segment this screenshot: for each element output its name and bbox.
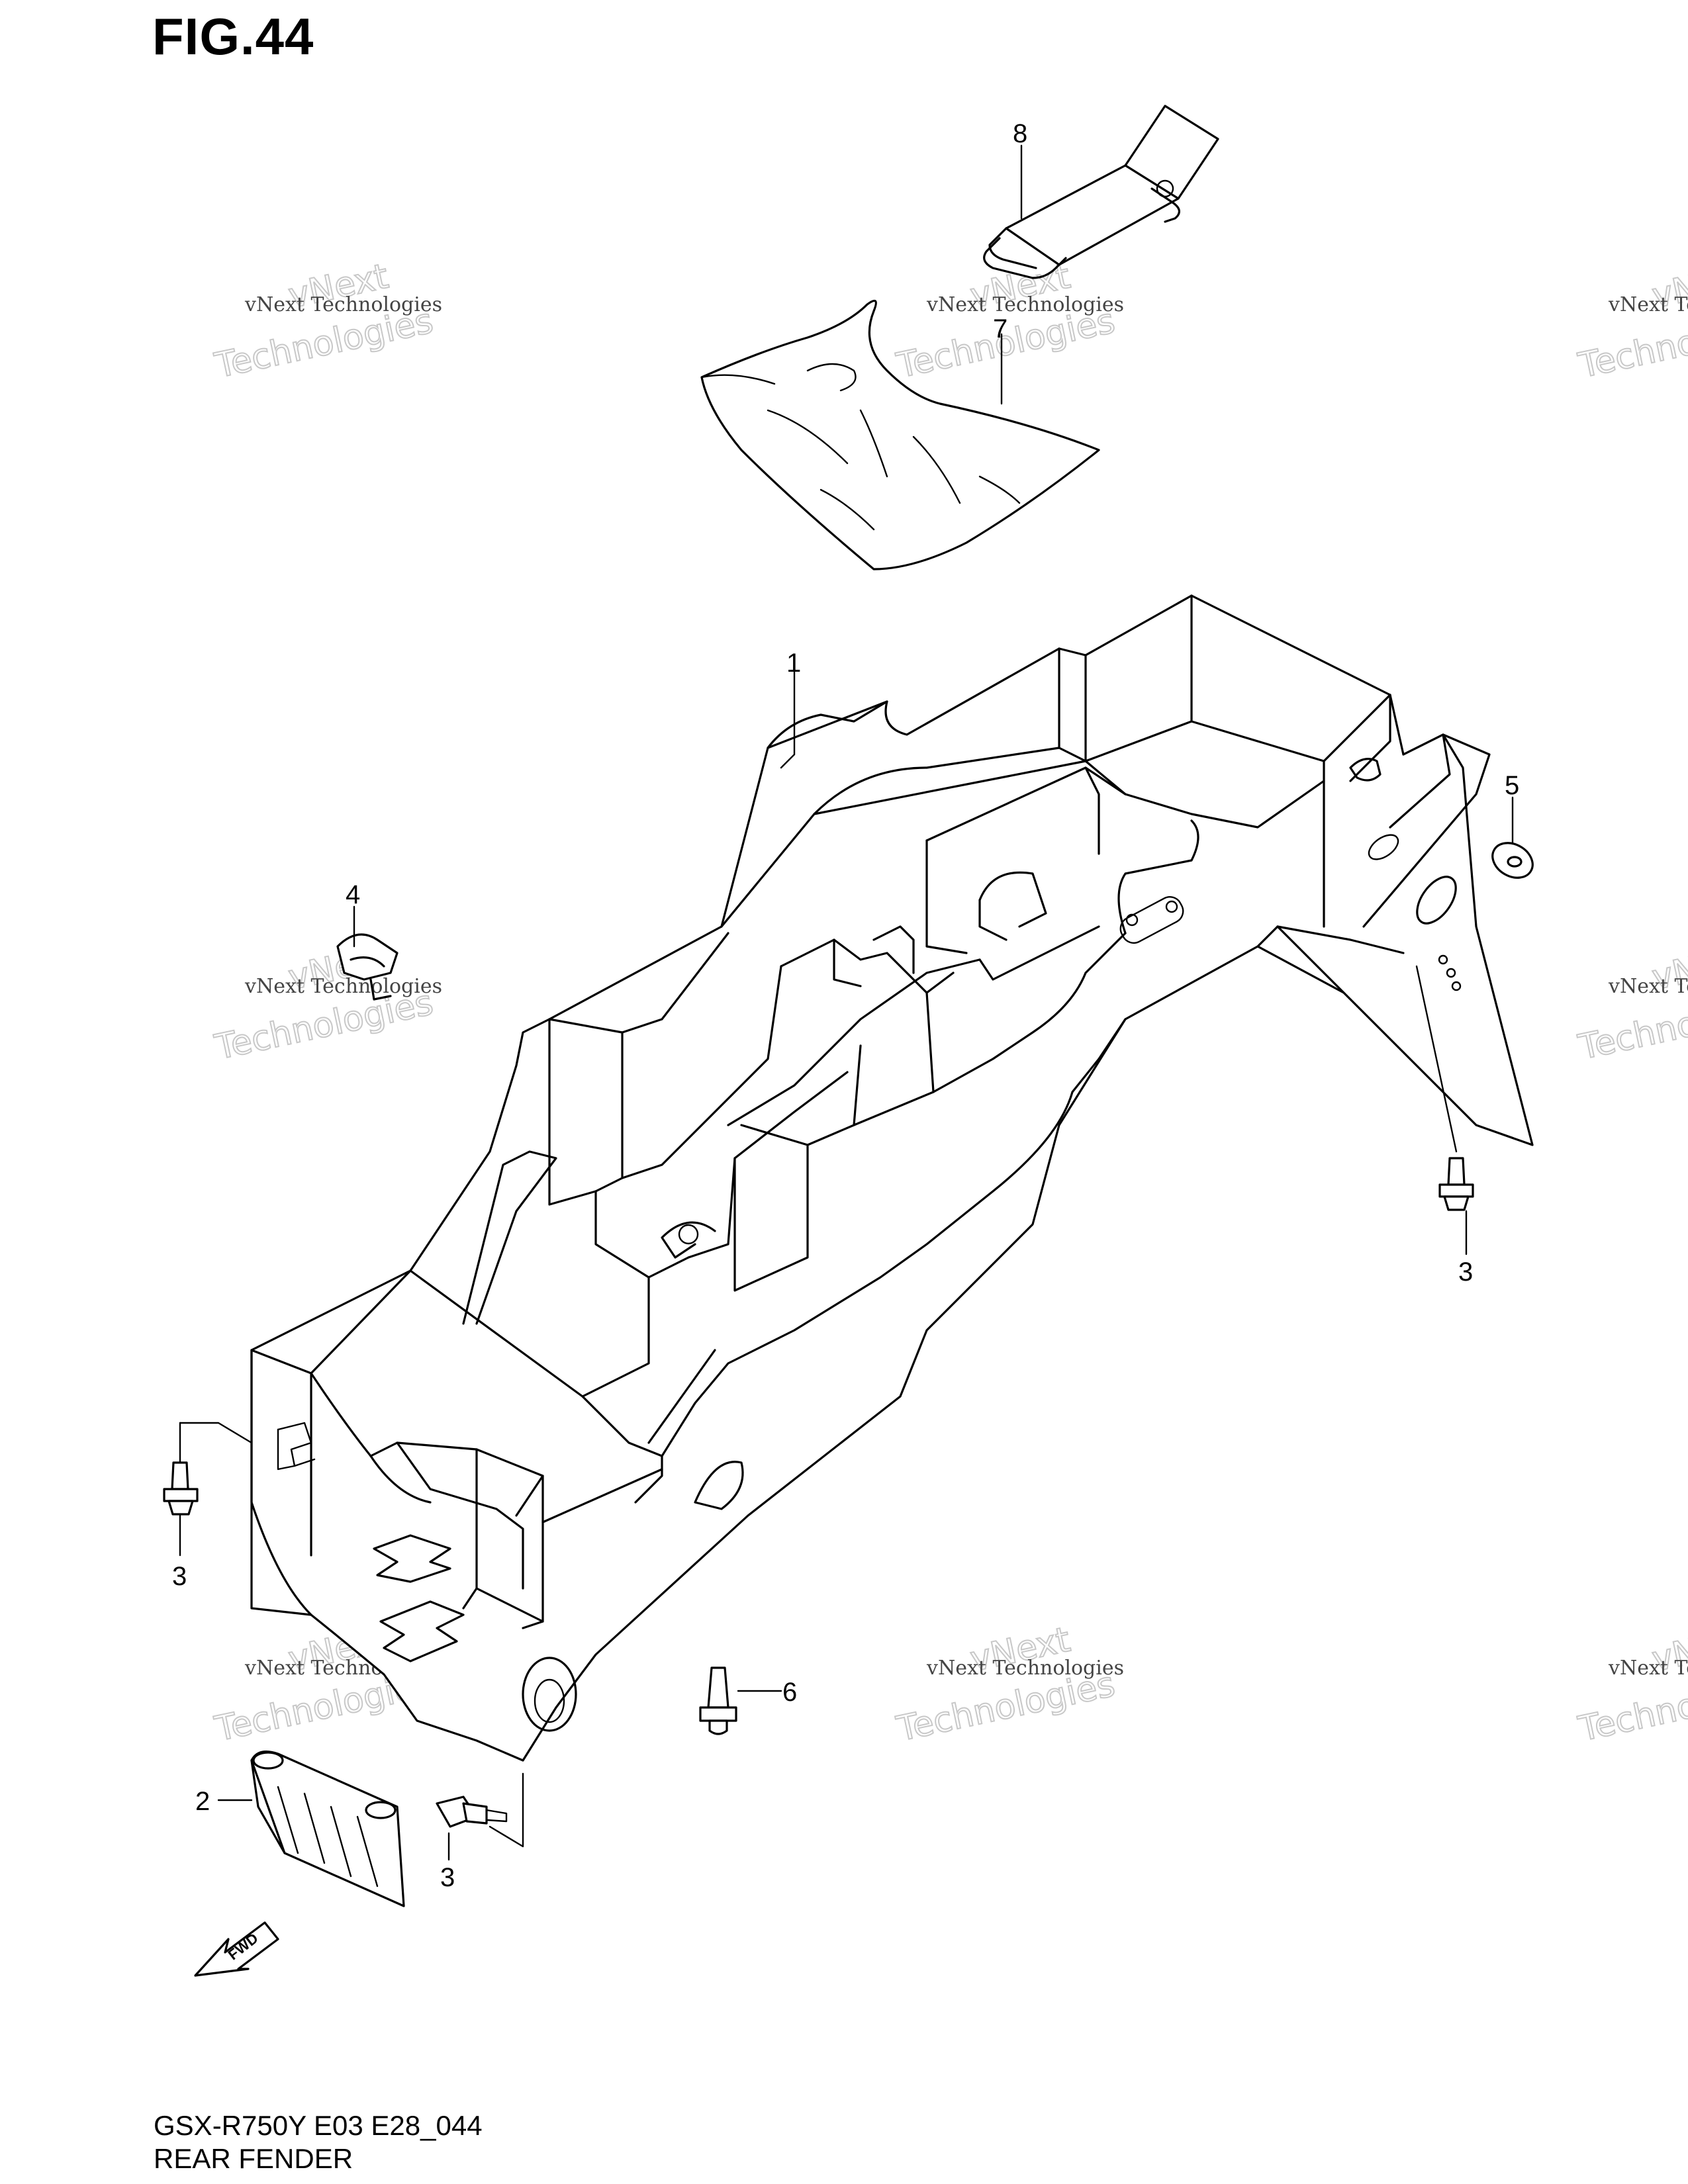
watermark: Technologies vNext vNext Technologies <box>1574 1619 1688 1751</box>
leader-lines <box>179 144 1514 1861</box>
part-8-strap <box>983 105 1219 279</box>
watermark: Technologies vNext vNext Technologies <box>211 256 442 387</box>
svg-text:vNext Technologies: vNext Technologies <box>1608 1657 1688 1680</box>
watermark: Technologies vNext vNext Technologies <box>1574 938 1688 1069</box>
svg-text:vNext Technologies: vNext Technologies <box>926 293 1124 316</box>
watermark: Technologies vNext vNext Technologies <box>211 938 442 1069</box>
callout-numbers: 8 7 1 4 5 3 3 6 2 3 <box>172 119 1519 1892</box>
part-6-rivet <box>699 1666 737 1735</box>
svg-text:vNext Technologies: vNext Technologies <box>244 293 442 316</box>
svg-text:vNext Technologies: vNext Technologies <box>1608 975 1688 998</box>
part-7-bag <box>700 299 1100 570</box>
callout-1: 1 <box>786 649 801 678</box>
part-3-bolt-bottom <box>436 1796 508 1828</box>
svg-text:vNext Technologies: vNext Technologies <box>926 1657 1124 1680</box>
callout-4: 4 <box>346 880 360 909</box>
callout-3-bottom: 3 <box>440 1863 455 1892</box>
figure-title: FIG.44 <box>152 7 314 66</box>
section-caption: REAR FENDER <box>154 2143 353 2174</box>
part-5-washer <box>1491 842 1534 879</box>
callout-3-left: 3 <box>172 1562 187 1591</box>
watermark: Technologies vNext vNext Technologies <box>892 256 1124 387</box>
callout-7: 7 <box>993 314 1008 343</box>
callout-2: 2 <box>195 1787 210 1816</box>
part-1-rear-fender <box>250 594 1534 1762</box>
callout-8: 8 <box>1013 119 1027 148</box>
part-4-clamp <box>336 933 399 1001</box>
part-2-reflector <box>250 1751 405 1907</box>
callout-3-right: 3 <box>1458 1257 1473 1287</box>
watermark: Technologies vNext vNext Technologies <box>892 1619 1124 1751</box>
watermark: Technologies vNext vNext Technologies <box>1574 256 1688 387</box>
svg-text:vNext Technologies: vNext Technologies <box>1608 293 1688 316</box>
fwd-direction-arrow: FWD <box>194 1921 279 1977</box>
svg-text:vNext Technologies: vNext Technologies <box>244 975 442 998</box>
model-code: GSX-R750Y E03 E28_044 <box>154 2110 483 2141</box>
callout-5: 5 <box>1505 771 1519 800</box>
part-3-bolt-right <box>1438 1157 1474 1211</box>
callout-6: 6 <box>782 1678 797 1707</box>
part-3-bolt-left <box>163 1461 199 1516</box>
